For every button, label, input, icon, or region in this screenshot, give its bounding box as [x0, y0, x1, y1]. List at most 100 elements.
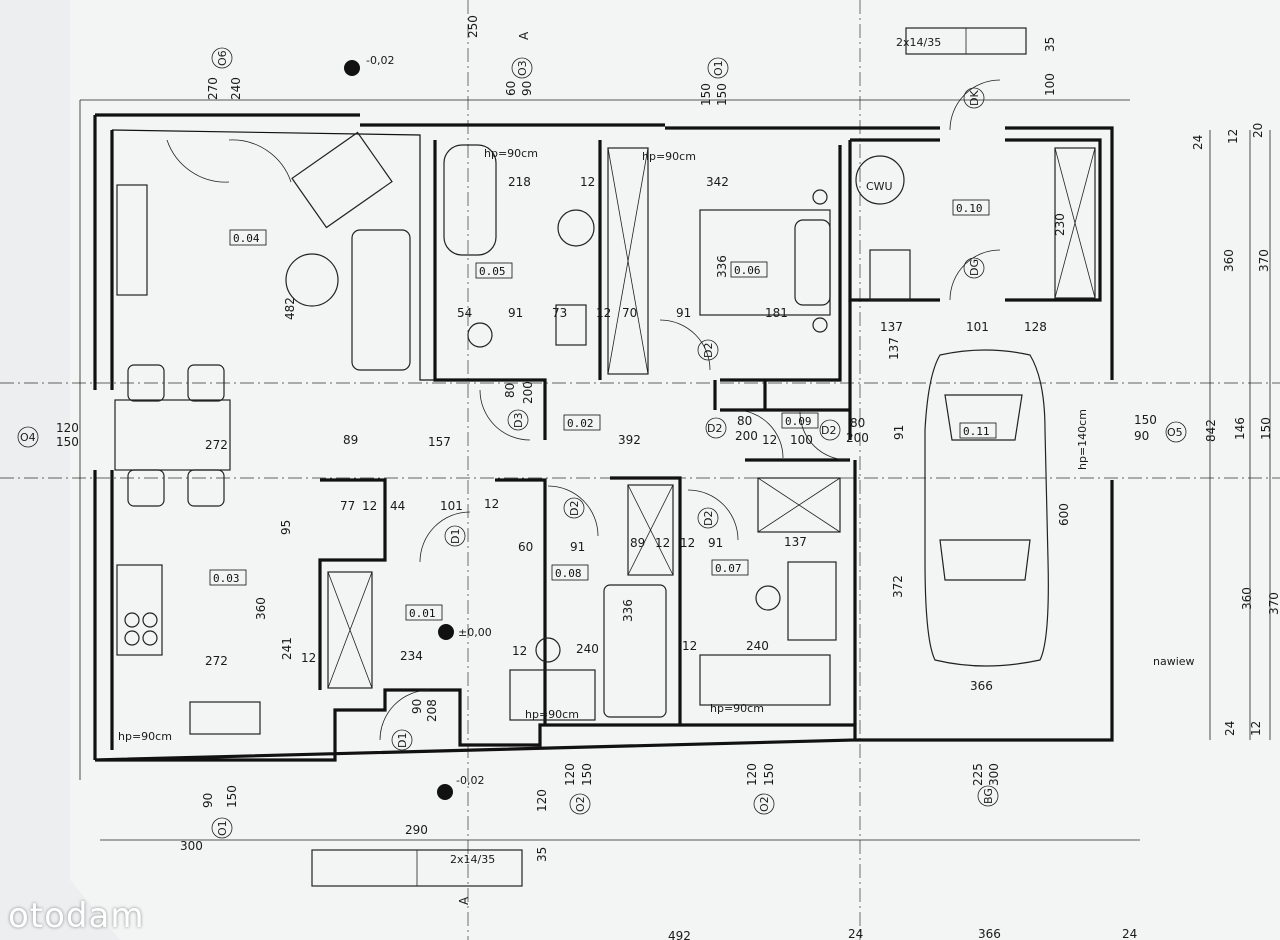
- dim-120: 120: [535, 789, 549, 812]
- dim-150: 150: [699, 83, 713, 106]
- door-tag-d2: D2: [702, 343, 715, 358]
- dim-360: 360: [254, 597, 268, 620]
- stairs-top-label: 2x14/35: [896, 36, 941, 49]
- room-code-utility: 0.09: [785, 415, 812, 428]
- dim-12: 12: [1226, 129, 1240, 144]
- dim-842: 842: [1204, 419, 1218, 442]
- dim-137: 137: [887, 337, 901, 360]
- window-tag-o1-bottom: O1: [216, 820, 229, 836]
- door-tag-dg: DG: [968, 259, 981, 276]
- hp-kitchen-label: hp=90cm: [118, 730, 172, 743]
- dim-250: 250: [466, 15, 480, 38]
- door-tag-d1-b: D1: [396, 733, 409, 748]
- dim-120: 120: [56, 421, 79, 435]
- dim-91: 91: [508, 306, 523, 320]
- dim-91: 91: [570, 540, 585, 554]
- car: [924, 349, 1049, 667]
- dim-240: 240: [746, 639, 769, 653]
- dim-241: 241: [280, 637, 294, 660]
- dim-35: 35: [1043, 37, 1057, 52]
- room-codes: 0.04 0.05 0.06 0.10 0.02 0.09 0.11 0.03 …: [209, 199, 997, 621]
- dim-100: 100: [790, 433, 813, 447]
- dim-91: 91: [676, 306, 691, 320]
- dim-80: 80: [503, 383, 517, 398]
- furniture: [114, 131, 911, 735]
- dim-12: 12: [1249, 721, 1263, 736]
- dim-80: 80: [850, 416, 865, 430]
- dim-150: 150: [225, 785, 239, 808]
- dim-12: 12: [682, 639, 697, 653]
- dim-24: 24: [1191, 135, 1205, 150]
- dim-208: 208: [425, 699, 439, 722]
- dim-150: 150: [1134, 413, 1157, 427]
- dim-12: 12: [362, 499, 377, 513]
- room-code-kitchen: 0.03: [213, 572, 240, 585]
- dim-150: 150: [1259, 417, 1273, 440]
- dim-12: 12: [762, 433, 777, 447]
- dim-12: 12: [596, 306, 611, 320]
- shafts: [327, 147, 1096, 689]
- otodam-watermark: otodam: [8, 896, 145, 936]
- door-tag-d2-b: D2: [707, 422, 722, 435]
- dim-70: 70: [622, 306, 637, 320]
- dim-90: 90: [1134, 429, 1149, 443]
- dim-392: 392: [618, 433, 641, 447]
- room-code-bedroom-3: 0.07: [715, 562, 742, 575]
- door-tag-d2-d: D2: [568, 501, 581, 516]
- stairs-bottom: [311, 849, 523, 887]
- dim-24: 24: [1122, 927, 1137, 940]
- dim-12: 12: [512, 644, 527, 658]
- dim-336: 336: [715, 255, 729, 278]
- level-mid-label: ±0,00: [458, 626, 492, 639]
- dim-150: 150: [715, 83, 729, 106]
- dim-360: 360: [1240, 587, 1254, 610]
- dim-225: 225: [971, 763, 985, 786]
- dim-101: 101: [966, 320, 989, 334]
- room-code-entrance: 0.01: [409, 607, 436, 620]
- dim-482: 482: [283, 297, 297, 320]
- dim-54: 54: [457, 306, 472, 320]
- dim-137: 137: [784, 535, 807, 549]
- dim-200: 200: [846, 431, 869, 445]
- room-code-bedroom-2: 0.08: [555, 567, 582, 580]
- dim-12: 12: [301, 651, 316, 665]
- dim-12: 12: [484, 497, 499, 511]
- paper-sheet: [70, 0, 1280, 940]
- dim-234: 234: [400, 649, 423, 663]
- dim-366: 366: [978, 927, 1001, 940]
- hp-bedroom1-label: hp=90cm: [642, 150, 696, 163]
- hp-garage-label: hp=140cm: [1076, 409, 1089, 470]
- window-tag-o2: O2: [574, 796, 587, 812]
- stairs-bottom-label: 2x14/35: [450, 853, 495, 866]
- stairs-top: [905, 27, 1027, 55]
- level-markers: [344, 60, 454, 800]
- dim-150: 150: [56, 435, 79, 449]
- dim-492: 492: [668, 929, 691, 940]
- dim-360: 360: [1222, 249, 1236, 272]
- dim-137: 137: [880, 320, 903, 334]
- dim-91: 91: [708, 536, 723, 550]
- dim-150: 150: [762, 763, 776, 786]
- plan-labels: hp=90cm hp=90cm hp=140cm hp=90cm hp=90cm…: [118, 31, 1195, 905]
- dim-89: 89: [343, 433, 358, 447]
- dim-95: 95: [279, 520, 293, 535]
- dim-200: 200: [735, 429, 758, 443]
- dim-120: 120: [745, 763, 759, 786]
- dim-60: 60: [518, 540, 533, 554]
- dim-270: 270: [206, 77, 220, 100]
- dim-272: 272: [205, 654, 228, 668]
- dim-24: 24: [1223, 721, 1237, 736]
- dim-44: 44: [390, 499, 405, 513]
- room-code-living: 0.04: [233, 232, 260, 245]
- door-tag-d2-c: D2: [821, 424, 836, 437]
- dim-218: 218: [508, 175, 531, 189]
- dim-200: 200: [521, 381, 535, 404]
- dim-20: 20: [1251, 123, 1265, 138]
- hp-bedroom3-label: hp=90cm: [710, 702, 764, 715]
- room-code-garage: 0.11: [963, 425, 990, 438]
- hp-bedroom2-label: hp=90cm: [525, 708, 579, 721]
- cwu-label: CWU: [866, 180, 893, 193]
- room-code-bedroom-1: 0.06: [734, 264, 761, 277]
